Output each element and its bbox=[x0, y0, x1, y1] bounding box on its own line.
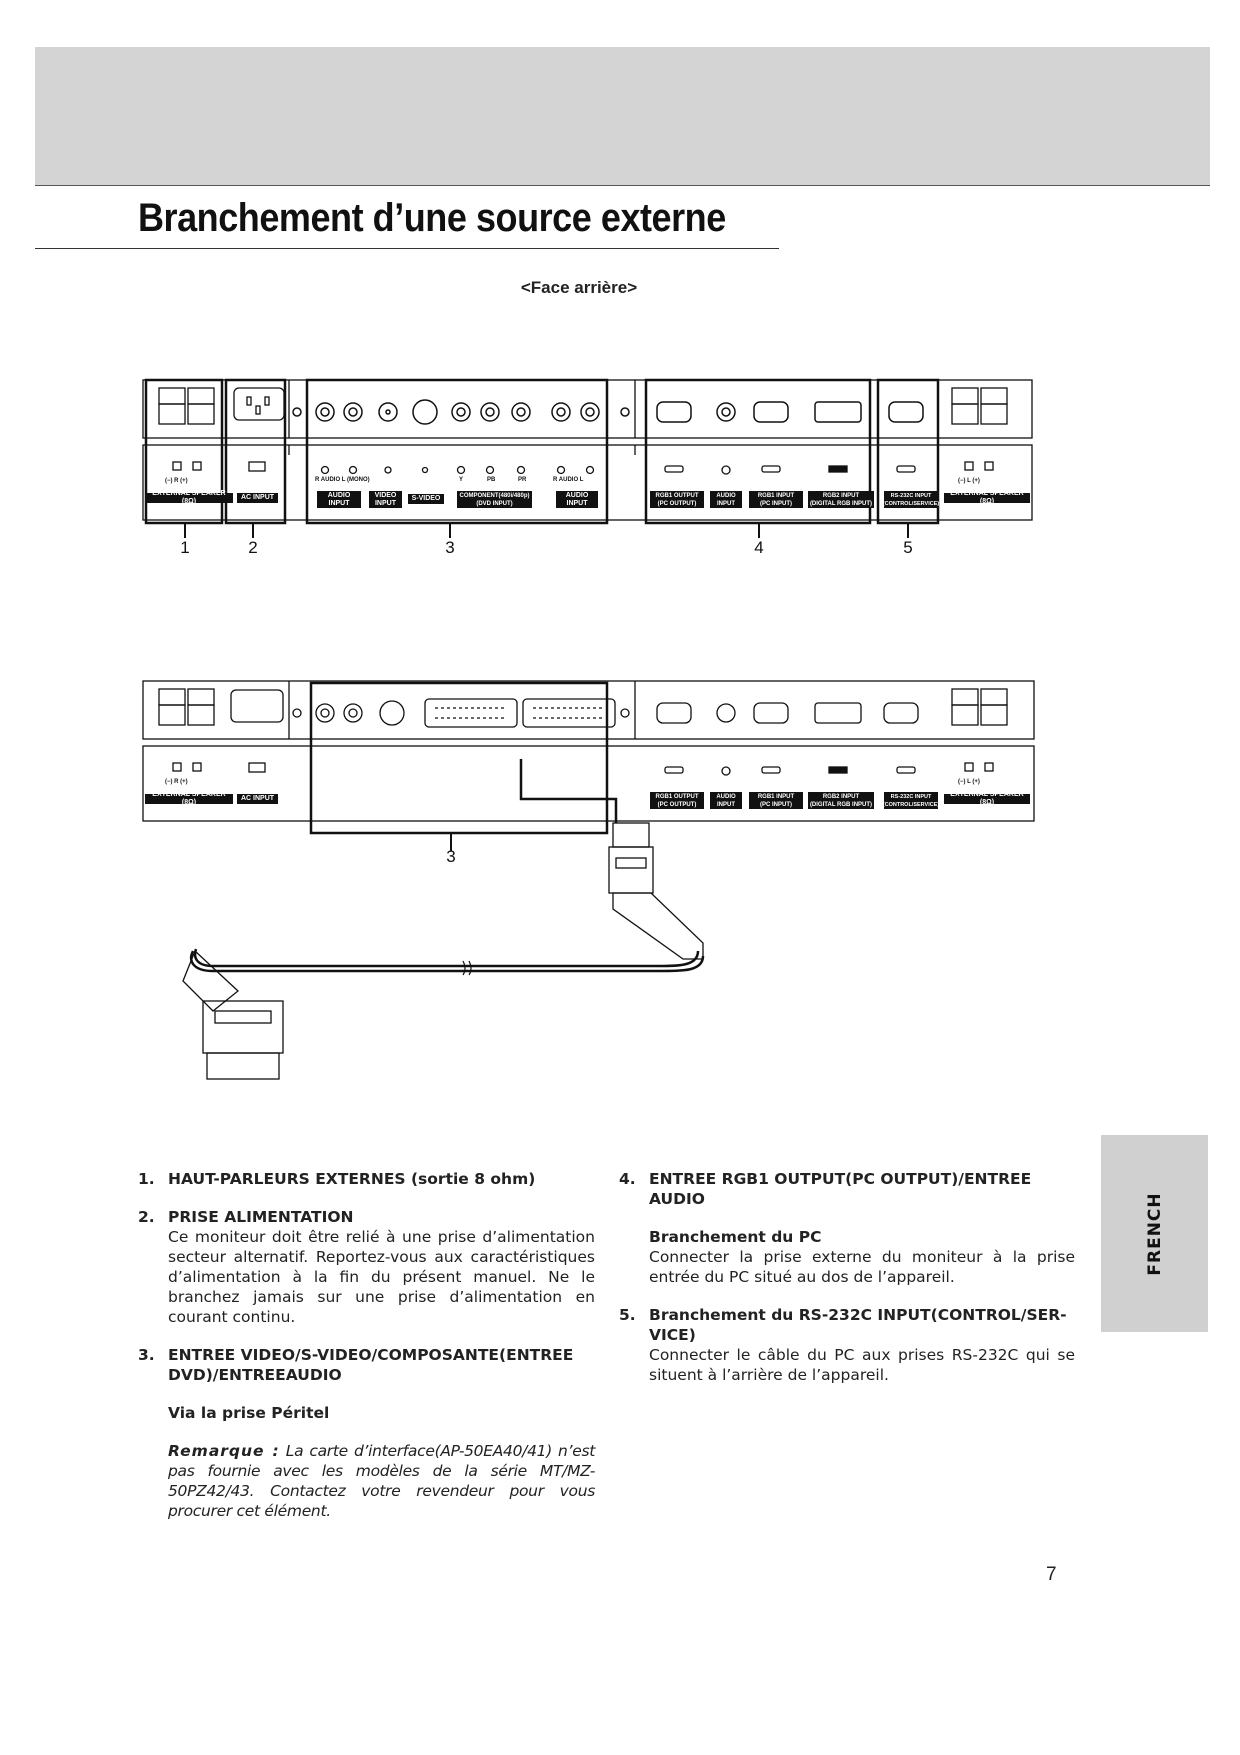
speaker-polarity-label: (−) L (+) bbox=[958, 779, 980, 785]
callout-number: 3 bbox=[445, 538, 455, 557]
title-underline bbox=[35, 248, 779, 249]
audio-input-label: AUDIO INPUT bbox=[317, 491, 361, 508]
list-item: 3. ENTREE VIDEO/S-VIDEO/COMPOSANTE(ENTRE… bbox=[138, 1345, 595, 1521]
rs232c-input-label: RS-232C INPUT (CONTROL/SERVICE) bbox=[882, 792, 940, 809]
remark-label: Remarque : bbox=[168, 1442, 280, 1460]
item-number: 3. bbox=[138, 1346, 155, 1364]
page-number: 7 bbox=[1046, 1564, 1057, 1585]
rgb2-input-label: RGB2 INPUT (DIGITAL RGB INPUT) bbox=[808, 792, 874, 809]
section-subtitle: <Face arrière> bbox=[520, 278, 638, 297]
item-number: 1. bbox=[138, 1170, 155, 1188]
rgb1-input-label: RGB1 INPUT (PC INPUT) bbox=[749, 491, 803, 508]
rgb1-input-label: RGB1 INPUT (PC INPUT) bbox=[749, 792, 803, 809]
item-heading: Branchement du RS-232C INPUT(CONTROL/SER… bbox=[649, 1306, 1067, 1344]
right-text-column: 4. ENTREE RGB1 OUTPUT(PC OUTPUT)/ENTREE … bbox=[619, 1169, 1075, 1403]
callout-number: 4 bbox=[754, 538, 764, 557]
list-item: 1. HAUT-PARLEURS EXTERNES (sortie 8 ohm) bbox=[138, 1169, 595, 1189]
callout-number: 2 bbox=[248, 538, 258, 557]
speaker-polarity-label: (−) L (+) bbox=[958, 478, 980, 484]
pr-label: PR bbox=[518, 477, 527, 483]
external-speaker-label: EXTERNAL SPEAKER (8Ω) bbox=[944, 791, 1030, 806]
component-label: COMPONENT(480i/480p) (DVD INPUT) bbox=[457, 491, 532, 508]
rgb2-input-label: RGB2 INPUT (DIGITAL RGB INPUT) bbox=[808, 491, 874, 508]
item-body: Ce moniteur doit être relié à une prise … bbox=[168, 1228, 595, 1326]
ac-input-label: AC INPUT bbox=[237, 493, 278, 503]
video-input-label: VIDEO INPUT bbox=[369, 491, 402, 508]
left-text-column: 1. HAUT-PARLEURS EXTERNES (sortie 8 ohm)… bbox=[138, 1169, 595, 1539]
page-title: Branchement d’une source externe bbox=[138, 196, 726, 240]
language-tab-label: FRENCH bbox=[1144, 1191, 1165, 1276]
remark-text: La carte d’interface(AP-50EA40/41) n’est… bbox=[168, 1442, 595, 1520]
item-heading: ENTREE VIDEO/S-VIDEO/COMPOSANTE(ENTREE D… bbox=[168, 1346, 574, 1384]
list-item: 2. PRISE ALIMENTATION Ce moniteur doit ê… bbox=[138, 1207, 595, 1327]
item-subheading: Branchement du PC bbox=[649, 1228, 822, 1246]
ac-input-label: AC INPUT bbox=[237, 794, 278, 804]
item-body: Connecter la prise externe du moniteur à… bbox=[649, 1248, 1075, 1286]
s-video-label: S-VIDEO bbox=[408, 494, 444, 504]
audio-input-label: AUDIO INPUT bbox=[556, 491, 598, 508]
audio-mono-label: R AUDIO L (MONO) bbox=[315, 477, 370, 483]
item-body: Connecter le câble du PC aux prises RS-2… bbox=[649, 1346, 1075, 1384]
language-tab: FRENCH bbox=[1101, 1135, 1208, 1332]
remark: Remarque : La carte d’interface(AP-50EA4… bbox=[168, 1441, 595, 1521]
item-heading: PRISE ALIMENTATION bbox=[168, 1208, 354, 1226]
item-subheading: Via la prise Péritel bbox=[168, 1404, 330, 1422]
external-speaker-label: EXTERNAL SPEAKER (8Ω) bbox=[944, 490, 1030, 505]
list-item: 4. ENTREE RGB1 OUTPUT(PC OUTPUT)/ENTREE … bbox=[619, 1169, 1075, 1287]
rear-panel-scart-diagram: (−) R (+) (−) L (+) EXTERNAL SPEAKER (8Ω… bbox=[142, 680, 1035, 1080]
item-heading: HAUT-PARLEURS EXTERNES (sortie 8 ohm) bbox=[168, 1170, 536, 1188]
item-number: 5. bbox=[619, 1306, 636, 1324]
rs232c-input-label: RS-232C INPUT (CONTROL/SERVICE) bbox=[882, 491, 940, 508]
external-speaker-label: EXTERNAL SPEAKER (8Ω) bbox=[145, 791, 233, 806]
audio-input-label: AUDIO INPUT bbox=[710, 491, 742, 508]
speaker-polarity-label: (−) R (+) bbox=[165, 478, 188, 484]
external-speaker-label: EXTERNAL SPEAKER (8Ω) bbox=[145, 490, 233, 505]
rear-panel-diagram: (−) R (+) (−) L (+) R AUDIO L (MONO) Y P… bbox=[142, 378, 1033, 570]
list-item: 5. Branchement du RS-232C INPUT(CONTROL/… bbox=[619, 1305, 1075, 1385]
item-number: 2. bbox=[138, 1208, 155, 1226]
callout-number: 1 bbox=[180, 538, 190, 557]
item-heading: ENTREE RGB1 OUTPUT(PC OUTPUT)/ENTREE AUD… bbox=[649, 1170, 1032, 1208]
speaker-polarity-label: (−) R (+) bbox=[165, 779, 188, 785]
callout-number: 5 bbox=[903, 538, 913, 557]
audio-input-label: AUDIO INPUT bbox=[710, 792, 742, 809]
y-label: Y bbox=[459, 477, 464, 483]
rgb1-output-label: RGB1 OUTPUT (PC OUTPUT) bbox=[650, 491, 704, 508]
item-number: 4. bbox=[619, 1170, 636, 1188]
pb-label: PB bbox=[487, 477, 496, 483]
callout-number: 3 bbox=[446, 847, 456, 866]
header-band bbox=[35, 47, 1210, 186]
audio-rl-label: R AUDIO L bbox=[553, 477, 584, 483]
rgb1-output-label: RGB1 OUTPUT (PC OUTPUT) bbox=[650, 792, 704, 809]
